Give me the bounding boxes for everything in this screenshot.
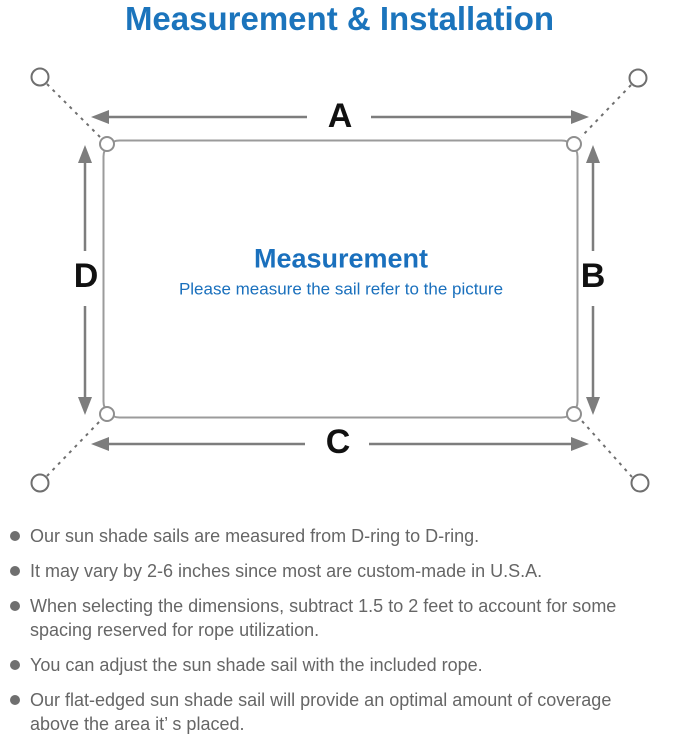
list-item: Our sun shade sails are measured from D-… [0, 524, 664, 548]
dimension-label-d: D [73, 257, 99, 295]
rope-line-bottom-left [46, 420, 101, 477]
note-text: When selecting the dimensions, subtract … [30, 596, 617, 640]
rope-line-top-left [46, 83, 101, 138]
note-text: You can adjust the sun shade sail with t… [30, 655, 483, 675]
sail-outline [102, 139, 579, 419]
anchor-ring-icon [628, 68, 648, 88]
anchor-ring-icon [30, 473, 50, 493]
diagram-center-title: Measurement [253, 243, 429, 274]
dimension-label-c: C [325, 423, 351, 461]
rope-line-bottom-right [581, 420, 633, 478]
note-text: Our sun shade sails are measured from D-… [30, 526, 480, 546]
dimension-label-b: B [580, 257, 606, 295]
page-title: Measurement & Installation [124, 0, 555, 37]
sail-d-rings [99, 136, 582, 422]
list-item: It may vary by 2-6 inches since most are… [0, 559, 664, 583]
rope-line-top-right [580, 84, 632, 138]
note-text: It may vary by 2-6 inches since most are… [30, 561, 543, 581]
notes-list: Our sun shade sails are measured from D-… [0, 524, 664, 739]
dimension-arrow-c [91, 437, 589, 451]
bullet-icon [10, 695, 20, 705]
bullet-icon [10, 566, 20, 576]
d-ring-icon [99, 136, 115, 152]
d-ring-icon [566, 406, 582, 422]
note-text: Our flat-edged sun shade sail will provi… [30, 690, 612, 734]
dimension-arrow-a [91, 110, 589, 124]
list-item: You can adjust the sun shade sail with t… [0, 653, 664, 677]
bullet-icon [10, 601, 20, 611]
d-ring-icon [99, 406, 115, 422]
d-ring-icon [566, 136, 582, 152]
bullet-icon [10, 531, 20, 541]
bullet-icon [10, 660, 20, 670]
list-item: When selecting the dimensions, subtract … [0, 594, 664, 642]
dimension-arrow-b [586, 145, 600, 415]
sail-measurement-diagram [30, 67, 650, 493]
list-item: Our flat-edged sun shade sail will provi… [0, 688, 664, 736]
dimension-arrow-d [78, 145, 92, 415]
diagram-center-subtitle: Please measure the sail refer to the pic… [178, 279, 504, 299]
anchor-rings [30, 67, 650, 493]
anchor-ring-icon [630, 473, 650, 493]
dimension-label-a: A [327, 97, 353, 135]
anchor-ring-icon [30, 67, 50, 87]
